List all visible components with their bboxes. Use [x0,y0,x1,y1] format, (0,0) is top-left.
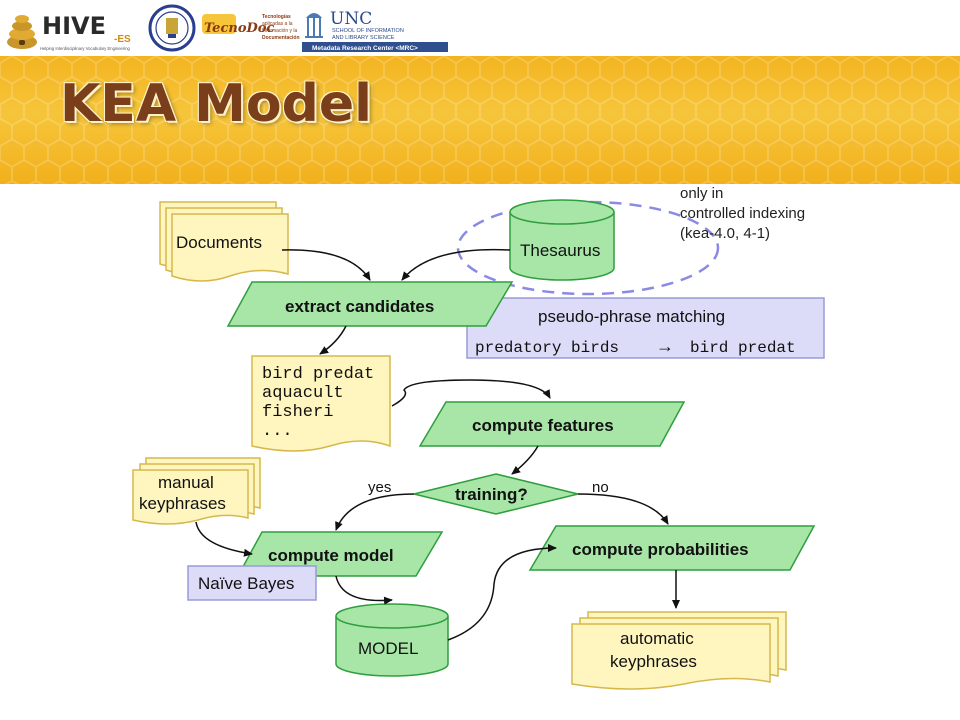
unc-logo: UNC SCHOOL OF INFORMATION AND LIBRARY SC… [302,9,448,52]
tecnodoc-logo: TecnoDoc Tecnologías aplicadas a la Info… [202,14,300,41]
old-well-icon [305,13,323,38]
hive-logo-tagline: Helping Interdisciplinary Vocabulary Eng… [40,46,131,51]
model-label: MODEL [358,639,418,658]
controlled-indexing-note-3: (kea-4.0, 4-1) [680,225,770,242]
tecnodoc-tagline-3: Información y la [262,28,298,34]
unc-logo-line-1: SCHOOL OF INFORMATION [332,28,404,34]
training-label: training? [455,485,528,504]
candidate-item-4: ... [262,422,293,441]
candidate-item-1: bird predat [262,365,374,384]
controlled-indexing-note-1: only in [680,185,723,202]
candidate-item-2: aquacult [262,384,344,403]
manual-keyphrases-label-2: keyphrases [139,494,226,513]
extract-candidates-label: extract candidates [285,297,434,316]
controlled-indexing-note-2: controlled indexing [680,205,805,222]
arrow-candidates-to-features [391,379,551,407]
arrow-training-yes [335,493,415,531]
arrow-manual-to-model [195,521,253,557]
naive-bayes-label: Naïve Bayes [198,574,294,593]
arrow-features-to-training [511,445,539,475]
beehive-icon [7,15,37,49]
tecnodoc-tagline-1: Tecnologías [262,14,291,20]
compute-probabilities-label: compute probabilities [572,540,749,559]
pseudo-phrase-example-to: bird predat [690,339,796,357]
arrow-training-no [577,493,669,525]
candidate-item-3: fisheri [262,403,333,422]
unc-logo-banner: Metadata Research Center <MRC> [312,45,418,52]
pseudo-phrase-arrow: → [656,336,674,356]
pseudo-phrase-title: pseudo-phrase matching [538,307,725,326]
naive-bayes-box: Naïve Bayes [187,565,317,601]
title-band [0,56,960,184]
tecnodoc-tagline-2: aplicadas a la [262,21,293,27]
arrow-documents-to-extract [281,249,371,281]
hive-logo-suffix: -ES [114,34,131,45]
automatic-keyphrases-node: automatic keyphrases [571,611,787,690]
documents-label: Documents [176,233,262,252]
compute-features-node: compute features [418,401,686,447]
automatic-keyphrases-label-1: automatic [620,629,694,648]
arrow-model-to-probabilities [447,544,557,641]
extract-candidates-node: extract candidates [226,281,514,327]
controlled-indexing-ellipse [456,200,720,296]
hive-logo-text: HIVE [42,12,106,40]
manual-keyphrases-label-1: manual [158,473,214,492]
thesaurus-node: Thesaurus [509,199,615,281]
logo-strip: HIVE -ES Helping Interdisciplinary Vocab… [0,0,960,56]
no-label: no [592,479,609,496]
tecnodoc-tagline-4: Documentación [262,35,300,41]
arrow-thesaurus-to-extract [401,248,511,281]
pseudo-phrase-example-from: predatory birds [475,339,619,357]
honeycomb-pattern [0,56,960,184]
pseudo-phrase-matching-box: pseudo-phrase matching predatory birds →… [466,297,825,359]
compute-features-label: compute features [472,416,614,435]
model-node: MODEL [335,603,449,677]
yes-label: yes [368,479,391,496]
training-decision-node: training? [413,473,579,515]
kea-flow-diagram: only in controlled indexing (kea-4.0, 4-… [132,185,825,690]
arrow-computemodel-to-model [335,575,393,605]
university-seal-logo [148,4,196,52]
documents-node: Documents [159,201,289,282]
candidates-document: bird predat aquacult fisheri ... [251,355,391,452]
connector-arrows [195,248,680,641]
compute-model-label: compute model [268,546,394,565]
unc-logo-text: UNC [330,9,372,29]
manual-keyphrases-node: manual keyphrases [132,457,261,525]
thesaurus-label: Thesaurus [520,241,600,260]
compute-model-node: compute model [236,531,444,577]
unc-logo-line-2: AND LIBRARY SCIENCE [332,35,395,41]
arrow-extract-to-candidates [319,325,347,355]
automatic-keyphrases-label-2: keyphrases [610,652,697,671]
university-seal-icon [148,4,196,52]
slide-title: KEA Model [60,74,372,134]
compute-probabilities-node: compute probabilities [528,525,816,571]
tecnodoc-logo-text: TecnoDoc [204,21,274,36]
hive-es-logo: HIVE -ES Helping Interdisciplinary Vocab… [7,12,131,51]
